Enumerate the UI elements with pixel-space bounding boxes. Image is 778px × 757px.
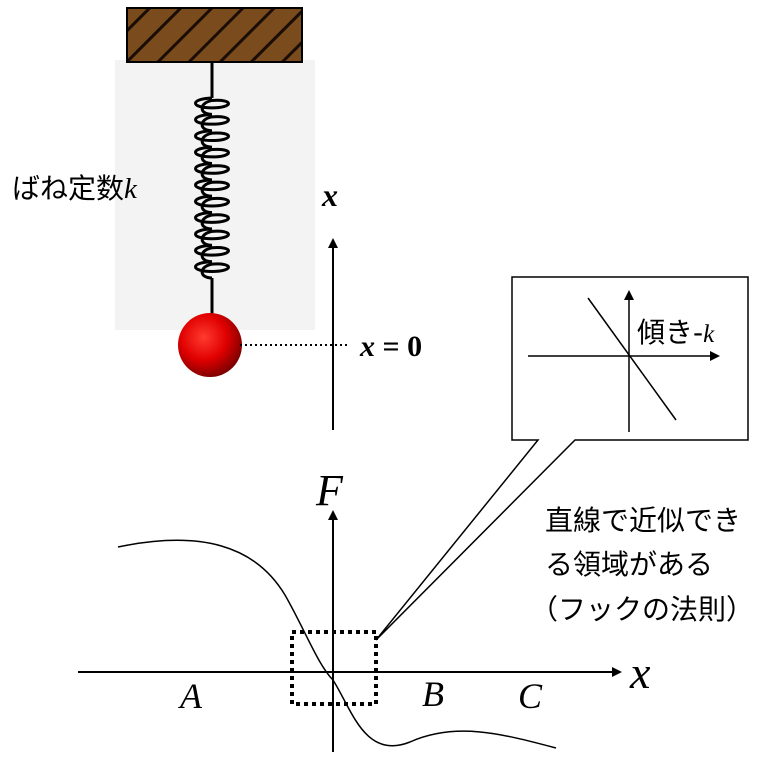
region-label-c: C — [518, 676, 543, 716]
callout-line-3: （フックの法則） — [530, 593, 754, 626]
inset-callout-shape — [375, 276, 749, 641]
linear-region-box — [290, 630, 378, 706]
spring-constant-label: ばね定数k — [12, 172, 138, 205]
spring — [194, 62, 230, 315]
callout-text: 直線で近似でき る領域がある （フックの法則） — [530, 504, 754, 626]
graph-f-label: F — [315, 466, 344, 515]
callout-line-2: る領域がある — [545, 548, 713, 581]
spring-constant-var: k — [124, 173, 138, 205]
inset-slope-label: 傾き-k — [637, 316, 715, 349]
inset-callout: 傾き-k — [375, 276, 749, 641]
vertical-axis-label: x — [321, 177, 338, 213]
region-label-a: A — [178, 676, 203, 716]
inset-slope-text: 傾き- — [637, 316, 703, 349]
inset-slope-line — [587, 297, 677, 421]
equilibrium-label: x = 0 — [359, 330, 422, 363]
mass-ball — [178, 313, 242, 377]
region-label-b: B — [422, 674, 444, 714]
spring-backdrop — [115, 60, 315, 330]
force-curve — [117, 539, 557, 749]
spring-constant-text: ばね定数 — [12, 172, 124, 205]
ceiling-block — [126, 7, 303, 63]
equilibrium-var: x — [359, 330, 375, 363]
equilibrium-rest: = 0 — [375, 330, 422, 363]
graph-x-label: x — [629, 647, 651, 698]
inset-slope-var: k — [703, 321, 715, 348]
callout-line-1: 直線で近似でき — [545, 504, 741, 537]
